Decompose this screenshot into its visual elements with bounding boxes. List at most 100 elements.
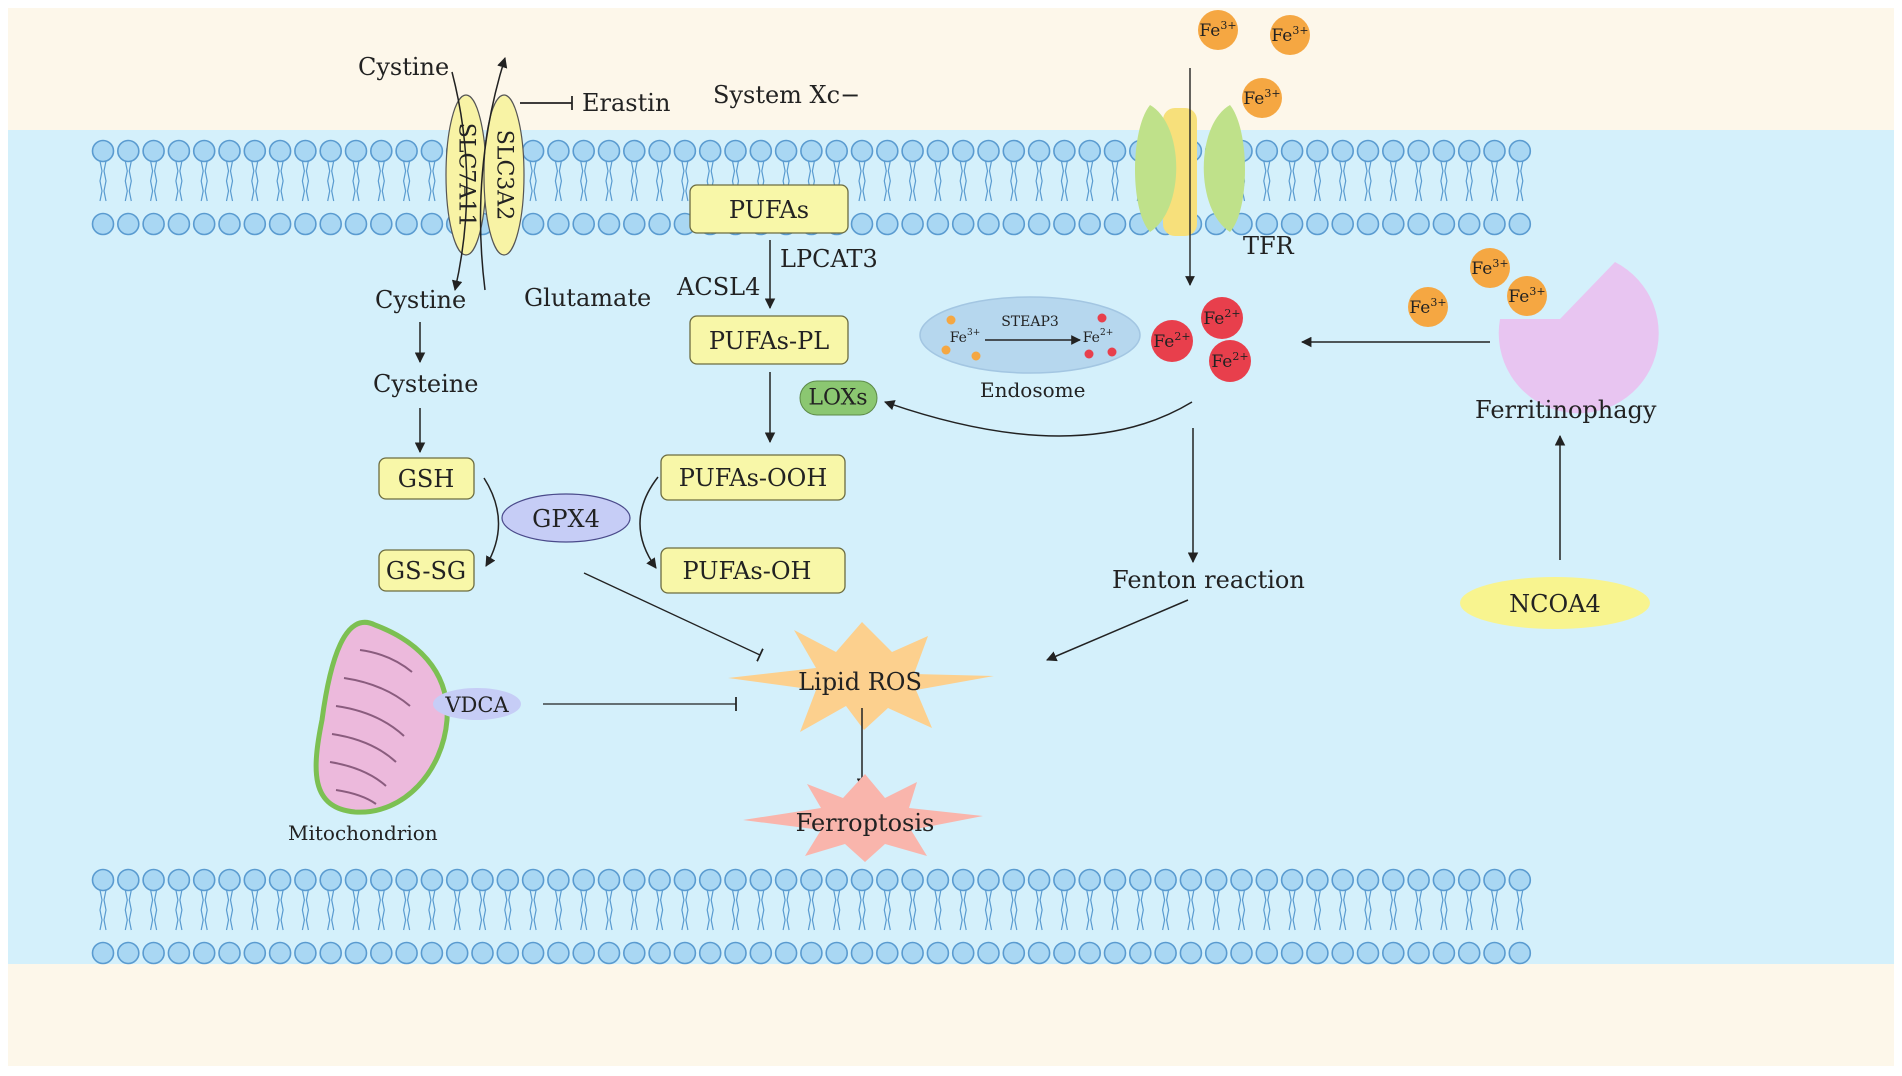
lipid-head xyxy=(1382,212,1405,236)
lipid-head xyxy=(1027,868,1051,892)
mitochondrion-label: Mitochondrion xyxy=(288,821,438,845)
lipid-tails xyxy=(1086,889,1094,931)
lipid-head xyxy=(622,941,646,965)
lipid-tails xyxy=(377,160,385,202)
bottom-membrane xyxy=(91,868,1532,965)
lipid-tails xyxy=(276,889,284,931)
lipid-head xyxy=(268,868,292,892)
tfr-label: TFR xyxy=(1243,232,1295,260)
lipid-tails xyxy=(959,889,967,931)
tfr-left-subunit xyxy=(1135,105,1177,232)
fe3-circle xyxy=(1198,10,1238,50)
lipid-tails xyxy=(554,160,563,202)
fe2-to-lox-arrow xyxy=(884,400,1193,437)
lipid-tails xyxy=(377,889,385,931)
lipid-head xyxy=(319,941,343,965)
lipid-head xyxy=(1382,139,1405,163)
lipid-head xyxy=(1432,139,1456,163)
lipid-tails xyxy=(1136,889,1144,931)
lipid-tails xyxy=(478,889,487,931)
cystine-import-arrow xyxy=(451,71,468,292)
lipid-tails xyxy=(959,160,967,202)
lipid-tails xyxy=(225,160,234,202)
lipid-head xyxy=(344,139,368,163)
lipid-tails xyxy=(1263,889,1271,931)
lox-label: LOXs xyxy=(808,386,867,411)
lipid-head xyxy=(243,212,267,236)
erastin-label: Erastin xyxy=(582,89,670,117)
lipid-head xyxy=(597,139,621,163)
fe3-ion: Fe3+ xyxy=(1408,287,1448,327)
lipid-head xyxy=(977,212,1000,236)
lipid-tails xyxy=(858,160,866,202)
lipid-tails xyxy=(1490,160,1499,202)
lipid-head xyxy=(319,868,343,892)
lipid-head xyxy=(369,212,393,236)
lipid-head xyxy=(850,212,874,236)
lipid-tails xyxy=(200,889,208,931)
endosome-fe3-dot xyxy=(946,315,956,325)
lipid-head xyxy=(294,941,317,965)
lipid-tails xyxy=(1516,889,1524,931)
gpx4-inhibits-lipid-ros xyxy=(583,572,764,662)
lipid-head xyxy=(1230,941,1253,965)
lipid-head xyxy=(117,868,140,892)
ferritin-pacman xyxy=(1498,262,1659,414)
lipid-head xyxy=(825,941,849,965)
lipid-head xyxy=(1255,941,1279,965)
lipid-head xyxy=(1204,868,1228,892)
lipid-head xyxy=(395,941,418,965)
lipid-head xyxy=(1508,941,1532,965)
lipid-tails xyxy=(883,160,891,202)
lipid-tails xyxy=(1035,889,1043,931)
pufas-pl-label: PUFAs-PL xyxy=(709,327,829,355)
lipid-head xyxy=(218,868,241,892)
lipid-head xyxy=(1356,139,1380,163)
lipid-head xyxy=(1204,941,1228,965)
lipid-head xyxy=(1027,941,1051,965)
lipid-tails xyxy=(1035,160,1043,202)
lipid-head xyxy=(901,139,924,163)
lipid-head xyxy=(1306,868,1329,892)
lipid-head xyxy=(1255,212,1279,236)
lipid-head xyxy=(673,868,697,892)
lipid-tails xyxy=(1516,160,1524,202)
pufas-box xyxy=(689,184,849,234)
lipid-tails xyxy=(301,160,310,202)
lpcat3-label: LPCAT3 xyxy=(780,245,878,273)
acsl4-label: ACSL4 xyxy=(676,273,760,301)
endosome-fe3-dot xyxy=(971,351,981,361)
endosome-label: Endosome xyxy=(980,378,1085,402)
lipid-head xyxy=(471,941,494,965)
lipid-head xyxy=(800,941,823,965)
transferrin-receptor xyxy=(1135,68,1245,286)
lipid-tails xyxy=(1060,889,1069,931)
lipid-tails xyxy=(1187,889,1195,931)
lipid-head xyxy=(1053,139,1076,163)
ncoa4-node xyxy=(1460,577,1650,629)
crista xyxy=(335,705,405,737)
lipid-head xyxy=(951,212,975,236)
lipid-head xyxy=(521,941,545,965)
lipid-head xyxy=(1103,139,1127,163)
lipid-head xyxy=(875,139,899,163)
lipid-head xyxy=(850,139,874,163)
pufas-label: PUFAs xyxy=(729,196,809,224)
lipid-tails xyxy=(1313,889,1322,931)
lipid-head xyxy=(1407,941,1430,965)
lipid-head xyxy=(268,139,292,163)
glutamate-label: Glutamate xyxy=(524,284,651,312)
lipid-head xyxy=(648,941,671,965)
system-xc-label: System Xc− xyxy=(713,81,860,109)
lipid-head xyxy=(1483,212,1506,236)
lipid-head xyxy=(547,139,570,163)
lipid-head xyxy=(977,868,1000,892)
lipid-head xyxy=(369,941,393,965)
lipid-head xyxy=(319,139,343,163)
lipid-head xyxy=(1483,941,1506,965)
gsh-label: GSH xyxy=(398,465,455,493)
lipid-head xyxy=(1002,139,1026,163)
lipid-head xyxy=(1154,868,1177,892)
lipid-tails xyxy=(1389,160,1397,202)
lipid-head xyxy=(142,941,165,965)
